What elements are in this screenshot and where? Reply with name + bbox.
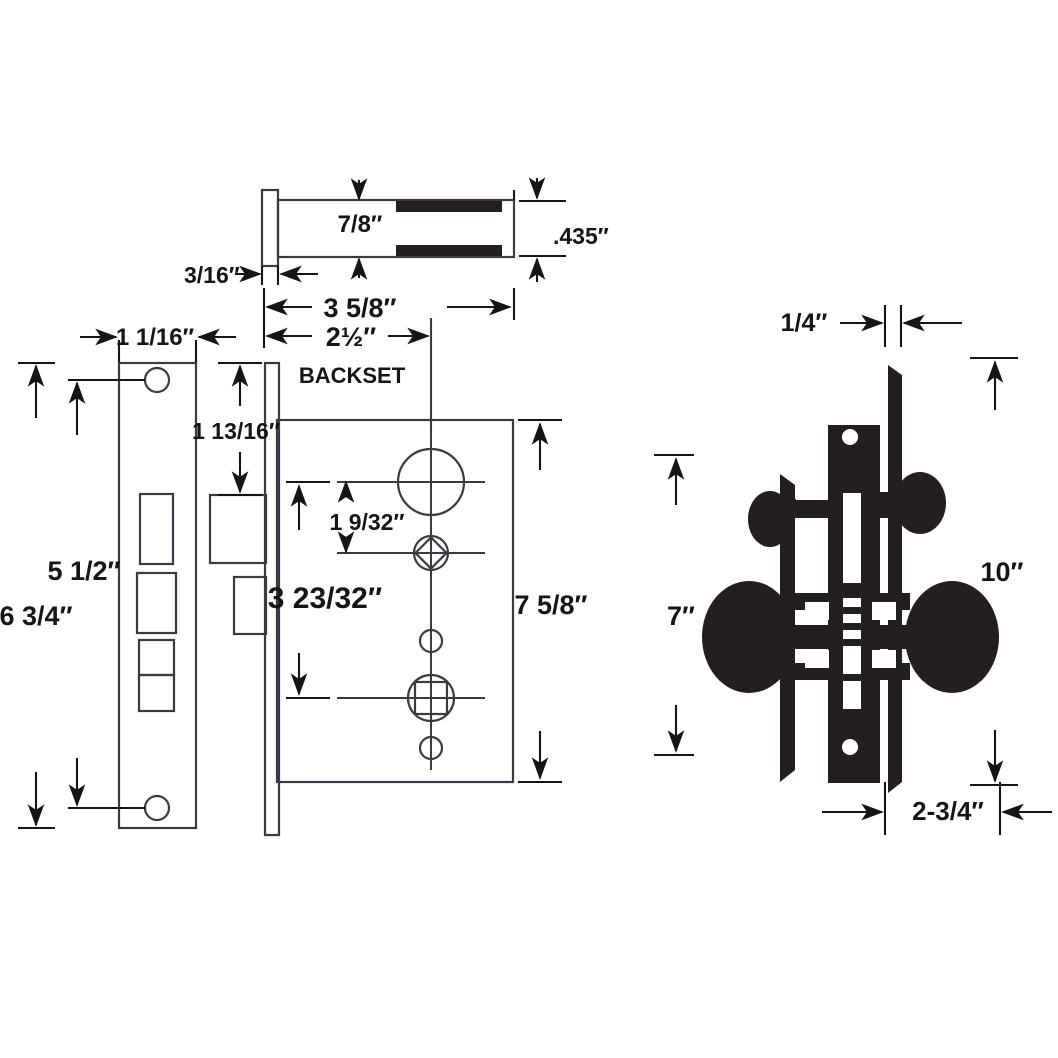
dim-label-knob-spread: 7″ [667, 601, 695, 631]
faceplate-view-group [117, 361, 198, 830]
dim-label-plate-height: .435″ [553, 223, 609, 249]
dim-hub-from-top [286, 480, 330, 700]
case-body-outline [275, 418, 515, 784]
lower-hub-spindle-square [413, 680, 449, 716]
dim-assembly-plate-height [970, 356, 1018, 787]
case-small-hole-lower [418, 735, 444, 761]
cylinder-hole [396, 447, 466, 517]
upper-spindle-bar [793, 500, 889, 518]
case-latch-bolt-lower [232, 575, 268, 636]
case-small-hole-upper [418, 628, 444, 654]
case-slot-tick-3 [843, 630, 861, 639]
lower-hub-hole [406, 673, 456, 723]
dim-case-height [518, 418, 562, 784]
dim-case-top-offset [218, 361, 262, 497]
faceplate-latch-slot-4 [137, 673, 176, 713]
front-escutcheon-plate [888, 365, 902, 793]
dim-label-faceplate-thickness: 3/16″ [184, 262, 240, 288]
dim-screw-spacing [68, 378, 145, 810]
dim-label-backset: 2½″ [326, 322, 377, 352]
dim-label-faceplate-width: 1 1/16″ [116, 324, 195, 351]
top-view-case-outline [276, 198, 516, 259]
faceplate-outline [117, 361, 198, 830]
dim-knob-spread [654, 453, 694, 757]
faceplate-latch-slot-2 [135, 571, 178, 635]
rib-gap-left-lower [805, 650, 829, 668]
dim-projection [822, 782, 1052, 835]
dim-label-faceplate-length: 6 3/4″ [0, 601, 73, 631]
upper-hub-spindle-diamond [413, 535, 449, 571]
dim-label-hub-to-cylinder: 1 9/32″ [330, 509, 405, 535]
rib-gap-right-lower [872, 650, 896, 668]
top-view-latch-bar-lower [396, 245, 502, 256]
assembly-knob-left [702, 581, 796, 693]
dim-label-overall-depth: 3 5/8″ [324, 293, 397, 323]
top-view-latch-bar-upper [396, 201, 502, 212]
case-slot-tick-2 [843, 614, 861, 623]
dim-plate-height [519, 177, 566, 282]
dim-faceplate-length [18, 361, 55, 830]
dim-label-assembly-plate-height: 10″ [981, 557, 1024, 587]
assembly-case-screw-bottom [842, 739, 858, 755]
dim-label-plate-offset: 1/4″ [781, 309, 828, 337]
dim-faceplate-thickness [235, 265, 318, 285]
assembly-case-screw-top [842, 429, 858, 445]
assembly-thumbturn-knob-right [894, 472, 946, 534]
dim-label-case-top-offset: 1 13/16″ [192, 418, 280, 444]
case-slot-tick-1 [843, 598, 861, 607]
case-slot-tick-5 [843, 681, 861, 709]
dim-label-case-depth: 7/8″ [338, 211, 383, 238]
dim-label-screw-spacing: 5 1/2″ [48, 556, 121, 586]
dim-plate-offset [840, 305, 962, 347]
rib-gap-left-upper [805, 602, 829, 620]
top-view-group [260, 188, 516, 268]
dim-faceplate-width [80, 328, 236, 362]
case-hardware-group [396, 447, 466, 761]
rib-gap-right-upper [872, 602, 896, 620]
dim-label-projection: 2-3/4″ [912, 796, 984, 826]
case-centerlines [337, 318, 485, 770]
dim-label-hub-from-top: 3 23/32″ [268, 582, 382, 615]
assembly-silhouette-group [702, 365, 999, 793]
faceplate-latch-slot-1 [138, 492, 175, 566]
case-view-group [208, 361, 515, 837]
case-slot-long-upper [843, 493, 861, 583]
case-slot-tick-4 [843, 646, 861, 674]
assembly-knob-right [905, 581, 999, 693]
dim-label-backset-caption: BACKSET [299, 363, 406, 388]
dim-label-case-height: 7 5/8″ [515, 590, 588, 620]
assembly-thumbturn-knob-left [748, 491, 792, 547]
